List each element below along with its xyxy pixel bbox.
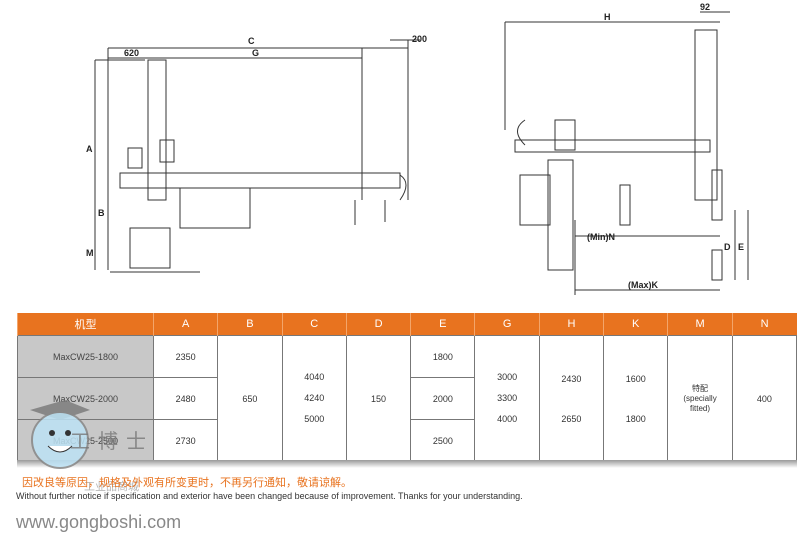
model-cell: MaxCW25-1800 (17, 335, 154, 378)
dim-b: B (98, 208, 105, 218)
header-a: A (152, 313, 218, 336)
watermark-sub: 工业品商城 (84, 481, 139, 493)
a-cell: 2480 (152, 377, 219, 420)
e-cell: 1800 (410, 335, 476, 378)
d-cell: 150 (345, 335, 412, 462)
dim-c: C (248, 36, 255, 46)
table-header: 机型 A B C D E G H K M N (17, 313, 797, 336)
dim-max-k: (Max)K (628, 280, 659, 290)
dim-a: A (86, 144, 93, 154)
n-cell: 400 (731, 335, 798, 462)
a-cell: 2730 (152, 419, 219, 462)
technical-drawings: 620 C G 200 A B M H 92 (Min)N (Max)K D E (86, 2, 749, 295)
dim-g: G (252, 48, 259, 58)
e-cell: 2500 (410, 419, 476, 462)
watermark-url: www.gongboshi.com (16, 512, 182, 532)
a-cell: 2350 (152, 335, 219, 378)
header-k: K (603, 313, 668, 336)
header-m: M (667, 313, 733, 336)
header-c: C (281, 313, 347, 336)
watermark-brand: 工博士 (70, 431, 154, 453)
dim-h: H (604, 12, 611, 22)
dim-m: M (86, 248, 94, 258)
header-b: B (217, 313, 283, 336)
note-chinese: 因改良等原因，规格及外观有所变更时，不再另行通知，敬请谅解。 (22, 477, 352, 489)
dim-92: 92 (700, 2, 710, 12)
e-cell: 2000 (410, 377, 476, 420)
watermark-mascot-icon (30, 400, 90, 469)
dim-620: 620 (124, 48, 139, 58)
right-drawing (504, 11, 749, 295)
header-n: N (731, 313, 797, 336)
header-model: 机型 (17, 313, 154, 336)
dim-d: D (724, 242, 731, 252)
dim-min-n: (Min)N (587, 232, 615, 242)
header-h: H (538, 313, 604, 336)
note-english: Without further notice if specification … (16, 491, 523, 501)
left-drawing (94, 39, 420, 273)
header-g: G (474, 313, 540, 336)
dim-200: 200 (412, 34, 427, 44)
b-cell: 650 (217, 335, 283, 462)
header-e: E (410, 313, 475, 336)
header-d: D (345, 313, 411, 336)
table-shadow (17, 460, 797, 468)
dim-e: E (738, 242, 744, 252)
